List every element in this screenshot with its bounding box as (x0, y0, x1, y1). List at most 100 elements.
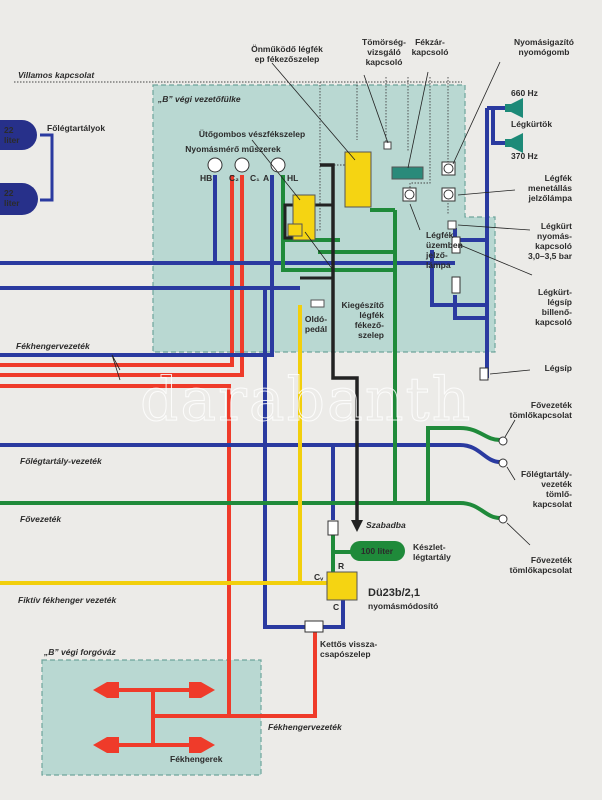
label-line: Dü23b/2,1 (368, 587, 420, 599)
label-fekhengerek: Fékhengerek (170, 754, 223, 764)
label-line: szelep (358, 330, 384, 340)
label-line: tömlőkapcsolat (510, 565, 573, 575)
label-fovez: Fővezeték (20, 514, 62, 524)
label-line: A (263, 173, 269, 183)
brake-lock-switch[interactable] (391, 166, 424, 180)
self-acting-brake-valve (344, 151, 372, 208)
label-line: Kettős vissza- (320, 639, 377, 649)
label-tank100: 100 liter (361, 546, 394, 556)
label-line: Fővezeték (531, 555, 572, 565)
label-line: C₁ (250, 173, 260, 183)
exhaust-line (320, 163, 359, 522)
label-line: vizsgáló (367, 47, 401, 57)
release-pedal[interactable] (310, 299, 325, 308)
label-line: Villamos kapcsolat (18, 70, 95, 80)
label-legsip: Légsíp (545, 363, 572, 373)
label-line: Tömörség- (362, 37, 406, 47)
label-line: kapcsoló (366, 57, 403, 67)
label-line: Fékzár- (415, 37, 445, 47)
label-line: Fiktív fékhenger vezeték (18, 595, 118, 605)
label-line: 100 liter (361, 546, 394, 556)
label-du: Dü23b/2,1 (368, 587, 420, 599)
label-szabadba: Szabadba (366, 520, 406, 530)
label-line: kapcsoló (535, 317, 572, 327)
label-line: liter (4, 198, 20, 208)
label-line: billenő- (542, 307, 572, 317)
label-nyomasmero: Nyomásmérő műszerek (185, 144, 281, 154)
lamp-icons (402, 161, 456, 202)
label-line: Légfék (545, 173, 573, 183)
label-fekzar: Fékzár-kapcsoló (412, 37, 449, 57)
label-line: Légkürtök (511, 119, 552, 129)
label-line: üzemben (426, 240, 463, 250)
label-line: csapószelep (320, 649, 371, 659)
label-line: Fékhengervezeték (16, 341, 91, 351)
label-line: jelzőlámpa (528, 193, 573, 203)
label-line: Légkürt- (538, 287, 572, 297)
label-hz370: 370 Hz (511, 151, 538, 161)
label-oldopedal: Oldó-pedál (305, 314, 327, 334)
tilt-switch-icons[interactable] (451, 236, 489, 381)
label-line: Fővezeték (531, 400, 572, 410)
label-line: Fékhengerek (170, 754, 223, 764)
label-line: Fékhengervezeték (268, 722, 343, 732)
label-line: kapcsolat (533, 499, 572, 509)
label-c1: C₁ (250, 173, 260, 183)
label-line: 370 Hz (511, 151, 538, 161)
label-line: 22 (4, 188, 14, 198)
label-folegtartalyok: Főlégtartályok (47, 123, 105, 133)
label-line: Főlégtartályok (47, 123, 105, 133)
leader-lines (111, 61, 533, 546)
label-villamos: Villamos kapcsolat (18, 70, 95, 80)
horn-icons (505, 98, 523, 153)
check-valve (327, 520, 339, 536)
label-line: HB (200, 173, 212, 183)
label-line: ep fékezőszelep (255, 54, 320, 64)
label-line: tömlő- (546, 489, 572, 499)
label-line: vezeték (541, 479, 572, 489)
label-c2: C₂ (229, 173, 239, 183)
double-check-valve (304, 620, 324, 633)
leak-test-switch[interactable] (383, 141, 392, 150)
label-line: C (333, 602, 339, 612)
label-folegvez: Főlégtartály-vezeték (20, 456, 103, 466)
label-cv: Cᵥ (314, 572, 324, 582)
label-hb: HB (200, 173, 212, 183)
label-line: légsíp (547, 297, 572, 307)
label-line: Légfék (426, 230, 454, 240)
label-line: menetállás (528, 183, 572, 193)
label-hl: HL (287, 173, 298, 183)
label-line: R (338, 561, 344, 571)
cab-zone (152, 84, 496, 353)
exhaust-arrow-icon (351, 520, 363, 532)
label-line: jelző- (425, 250, 448, 260)
label-line: Főlégtartály-vezeték (20, 456, 103, 466)
label-utogombos: Ütőgombos vészfékszelep (199, 129, 305, 139)
label-line: Nyomásmérő műszerek (185, 144, 281, 154)
watermark: darabanth (140, 365, 472, 435)
label-line: nyomás- (537, 231, 572, 241)
label-line: Készlet- (413, 542, 446, 552)
label-line: Ütőgombos vészfékszelep (199, 129, 305, 139)
label-line: nyomásmódosító (368, 601, 438, 611)
label-a: A (263, 173, 269, 183)
gauge-hb (207, 157, 223, 173)
reserve-tank (350, 541, 405, 561)
gauges (207, 157, 286, 173)
labels: Villamos kapcsolat„B” végi vezetőfülke„B… (4, 37, 574, 764)
du23b-pressure-modifier (326, 571, 358, 601)
label-line: Cᵥ (314, 572, 324, 582)
label-c: C (333, 602, 339, 612)
label-line: liter (4, 135, 20, 145)
label-line: Önműködő légfék (251, 44, 323, 54)
